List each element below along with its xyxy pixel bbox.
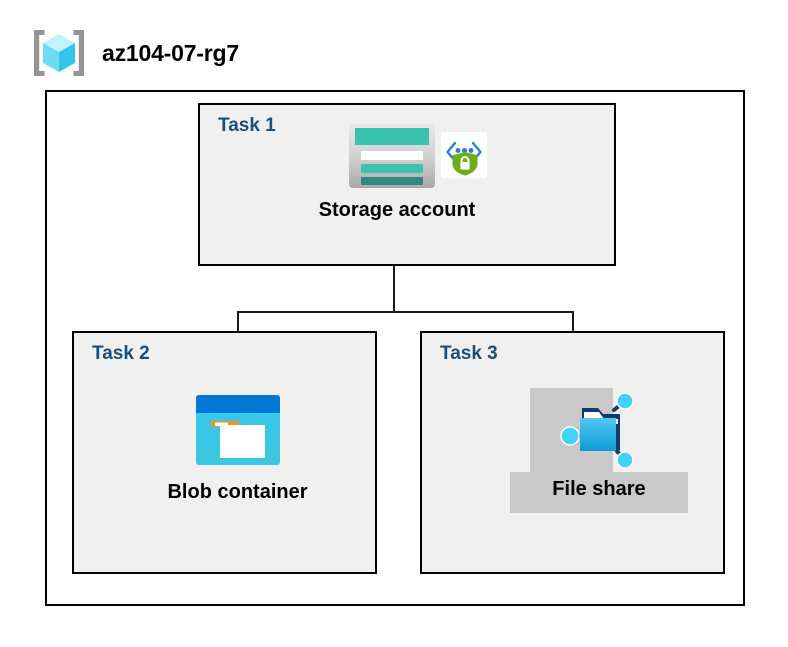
resource-group-cube-icon bbox=[34, 30, 84, 76]
blob-container-icon bbox=[195, 395, 280, 465]
node-file-share[interactable]: File share bbox=[510, 388, 688, 501]
file-share-caption: File share bbox=[552, 478, 646, 500]
blob-container-icon-group bbox=[194, 393, 282, 467]
task-1-label: Task 1 bbox=[218, 115, 276, 136]
connector-storage-trunk bbox=[393, 265, 395, 313]
file-share-icon bbox=[559, 392, 634, 469]
task-2-label: Task 2 bbox=[92, 343, 150, 364]
blob-container-caption: Blob container bbox=[167, 481, 308, 503]
resource-group-name: az104-07-rg7 bbox=[102, 39, 239, 66]
secure-private-endpoint-shield-icon bbox=[441, 132, 487, 178]
storage-account-icon-group bbox=[347, 122, 497, 190]
resource-group-header: az104-07-rg7 bbox=[30, 26, 239, 80]
storage-account-caption: Storage account bbox=[318, 199, 476, 221]
file-share-label-highlight bbox=[510, 472, 688, 513]
task-3-label: Task 3 bbox=[440, 343, 498, 364]
storage-account-icon bbox=[349, 124, 435, 188]
connector-horizontal-bus bbox=[237, 311, 574, 313]
file-share-icon-group bbox=[558, 388, 641, 472]
node-storage-account[interactable]: Storage account bbox=[297, 122, 497, 222]
node-blob-container[interactable]: Blob container bbox=[150, 393, 325, 504]
